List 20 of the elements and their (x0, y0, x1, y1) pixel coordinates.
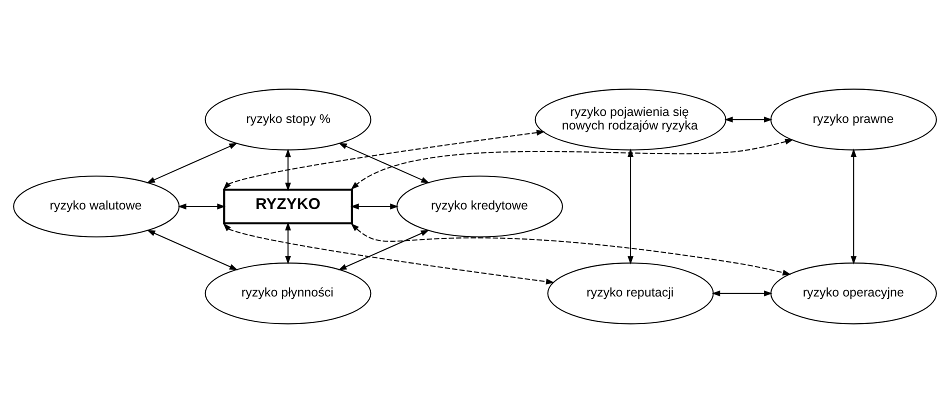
arrow (285, 222, 291, 264)
arrow (628, 148, 634, 265)
arrow (178, 204, 226, 210)
arrow (223, 223, 554, 284)
arrow (223, 130, 545, 190)
node-ellipse: ryzyko operacyjne (770, 262, 937, 324)
node-box: RYZYKO (223, 188, 353, 224)
arrow (850, 148, 857, 265)
arrow (712, 290, 772, 296)
arrow (285, 148, 291, 192)
arrow (146, 142, 238, 184)
arrow (338, 142, 430, 184)
arrow (350, 204, 399, 210)
node-ellipse: ryzyko reputacji (547, 262, 714, 324)
arrow (350, 138, 794, 190)
arrow (146, 230, 238, 270)
arrow (350, 223, 792, 276)
arrow (338, 230, 430, 270)
node-ellipse: ryzyko prawne (770, 88, 937, 150)
arrow (724, 116, 772, 122)
